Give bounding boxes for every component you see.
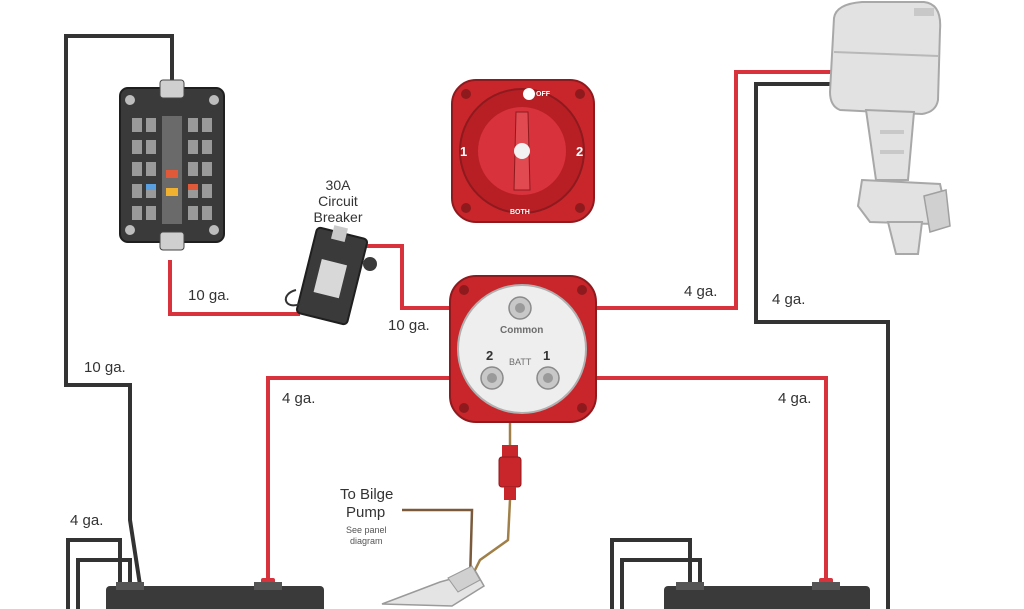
battery-selector-switch-icon: OFF 1 2 BOTH (451, 79, 595, 223)
outboard-motor-icon (828, 0, 951, 255)
bilge-pump-label-line2: Pump (346, 504, 385, 521)
selector-off-label: OFF (536, 91, 551, 98)
circuit-breaker-icon (285, 225, 377, 326)
switch-pos1-label: 1 (543, 348, 550, 363)
float-switch-icon (381, 565, 486, 607)
fuse-to-breaker-wire (168, 260, 300, 316)
gauge-label-batt1-positive: 4 ga. (778, 390, 811, 407)
selector-pos2-label: 2 (576, 144, 583, 159)
bilge-pump-note-line2: diagram (350, 536, 383, 546)
switch-common-label: Common (500, 325, 543, 336)
breaker-label-line2: Circuit (318, 193, 358, 209)
gauge-label-battery-jumper: 4 ga. (70, 512, 103, 529)
selector-pos1-label: 1 (460, 144, 467, 159)
batt1-positive-wire (548, 376, 828, 582)
gauge-label-motor-negative: 4 ga. (772, 291, 805, 308)
battery2-negative-wire (610, 538, 692, 609)
breaker-label: 30A Circuit Breaker (313, 177, 362, 225)
negative-wires (64, 34, 890, 609)
motor-negative-wire (754, 82, 890, 609)
gauge-label-motor-positive: 4 ga. (684, 283, 717, 300)
fuse-block-ground-wire (64, 34, 174, 586)
selector-both-label: BOTH (510, 209, 530, 216)
gauge-label-fuse-ground: 10 ga. (84, 359, 126, 376)
bilge-pump-label: To Bilge Pump See panel diagram (340, 486, 393, 546)
battery2-negative-wire-b (620, 558, 702, 609)
positive-wires (168, 70, 832, 582)
inline-fuse-holder-icon (498, 445, 522, 500)
bilge-pump-label-line1: To Bilge (340, 486, 393, 503)
bilge-pump-note-line1: See panel (346, 525, 387, 535)
fuse-block-icon (119, 79, 225, 251)
battery-icon (106, 582, 324, 609)
battery-switch-icon: Common BATT 2 1 (449, 275, 597, 423)
gauge-label-batt2-positive: 4 ga. (282, 390, 315, 407)
switch-pos2-label: 2 (486, 348, 493, 363)
breaker-label-line3: Breaker (313, 209, 362, 225)
battery-jumper-wire (66, 538, 122, 609)
gauge-label-fuse-to-breaker: 10 ga. (188, 287, 230, 304)
bilge-pump-wires (402, 412, 512, 581)
switch-batt-label: BATT (509, 357, 532, 367)
battery-jumper-wire-b (76, 558, 132, 609)
breaker-label-line1: 30A (326, 177, 352, 193)
common-to-motor-wire (520, 70, 832, 310)
gauge-label-breaker-to-common: 10 ga. (388, 317, 430, 334)
batt2-positive-wire (266, 376, 492, 582)
battery-icon (664, 582, 870, 609)
